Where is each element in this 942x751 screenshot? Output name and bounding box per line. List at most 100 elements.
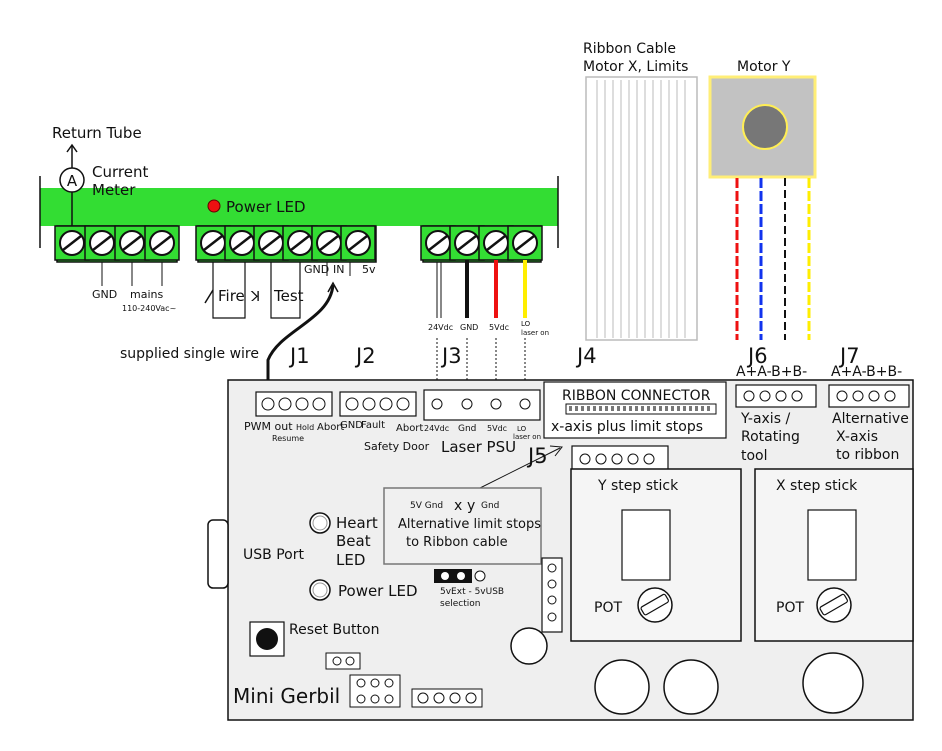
socket-pin bbox=[593, 406, 596, 411]
ribbon-socket-pins bbox=[569, 406, 710, 411]
jumper-pin bbox=[441, 572, 449, 580]
pin bbox=[396, 397, 410, 411]
pin bbox=[356, 694, 366, 704]
motor-y-label: Motor Y bbox=[737, 59, 791, 75]
supplied-wire-label: supplied single wire bbox=[120, 346, 259, 362]
pin bbox=[775, 390, 787, 402]
j3-5v-label: 5Vdc bbox=[487, 424, 507, 433]
power-led-label: Power LED bbox=[338, 582, 418, 600]
current-meter-label: Current bbox=[92, 163, 148, 181]
terminal-screw bbox=[53, 224, 91, 262]
out-5v-label: 5Vdc bbox=[489, 323, 509, 332]
j7-label: X-axis bbox=[836, 429, 878, 445]
header-j7: J7 bbox=[838, 344, 860, 368]
j2-abort-label: Abort bbox=[396, 423, 423, 434]
socket-pin bbox=[647, 406, 650, 411]
out-lo-label: LO bbox=[521, 320, 531, 328]
pin bbox=[791, 390, 803, 402]
j5-x-label: x bbox=[454, 498, 462, 514]
fire-switch-icon bbox=[204, 289, 214, 304]
j1-resume-label: Resume bbox=[272, 434, 304, 443]
socket-pin bbox=[617, 406, 620, 411]
j5-gnd-label: Gnd bbox=[481, 501, 499, 511]
pin bbox=[627, 453, 639, 465]
socket-pin bbox=[569, 406, 572, 411]
j1-pwm-label: PWM out bbox=[244, 420, 293, 433]
pin bbox=[547, 595, 557, 605]
psu-power-led-label: Power LED bbox=[226, 198, 306, 216]
socket-pin bbox=[599, 406, 602, 411]
arrow-icon bbox=[549, 445, 563, 457]
socket-pin bbox=[695, 406, 698, 411]
arrow-up-icon bbox=[66, 143, 78, 153]
socket-pin bbox=[701, 406, 704, 411]
psu-body bbox=[40, 188, 558, 226]
pin bbox=[461, 398, 473, 410]
capacitor bbox=[594, 659, 650, 715]
socket-pin bbox=[665, 406, 668, 411]
pin bbox=[384, 694, 394, 704]
j1-hold-label: Hold bbox=[296, 423, 314, 432]
pin bbox=[547, 563, 557, 573]
pin bbox=[312, 397, 326, 411]
ribbon-cable: Ribbon Cable Motor X, Limits bbox=[583, 41, 698, 341]
arrow-up-icon bbox=[327, 281, 339, 293]
j5-pointer bbox=[469, 447, 561, 494]
terminal-screw bbox=[113, 224, 151, 262]
socket-pin bbox=[635, 406, 638, 411]
header-4pin bbox=[411, 688, 483, 708]
pin bbox=[345, 656, 355, 666]
supplied-wire bbox=[266, 284, 335, 400]
heartbeat-label: LED bbox=[336, 551, 365, 569]
pin bbox=[643, 453, 655, 465]
pot-slot bbox=[640, 593, 669, 616]
j2-fault-label: Fault bbox=[361, 420, 385, 431]
j5-desc: Alternative limit stops bbox=[398, 517, 541, 532]
ribbon-sub-label: x-axis plus limit stops bbox=[551, 419, 703, 435]
ribbon-connector-label: RIBBON CONNECTOR bbox=[562, 388, 711, 404]
in-gnd-label: GND bbox=[304, 263, 329, 276]
led-ring bbox=[312, 582, 328, 598]
out-lo-label: laser on bbox=[521, 329, 549, 337]
in-5v-label: 5v bbox=[362, 263, 376, 276]
pin bbox=[743, 390, 755, 402]
terminal-screw bbox=[339, 224, 377, 262]
header-j1: J1 bbox=[288, 344, 310, 368]
motor-y: Motor Y bbox=[708, 59, 817, 340]
pin bbox=[490, 398, 502, 410]
j3-24v-label: 24Vdc bbox=[424, 424, 449, 433]
pin bbox=[579, 453, 591, 465]
pin bbox=[332, 656, 342, 666]
socket-pin bbox=[623, 406, 626, 411]
capacitor bbox=[663, 659, 719, 715]
capacitor bbox=[510, 627, 548, 665]
ribbon-label: Motor X, Limits bbox=[583, 59, 688, 75]
socket-pin bbox=[581, 406, 584, 411]
socket-pin bbox=[671, 406, 674, 411]
j7-label: to ribbon bbox=[836, 447, 899, 463]
pin bbox=[356, 678, 366, 688]
header-j3: J3 bbox=[440, 344, 462, 368]
j2-safety-label: Safety Door bbox=[364, 440, 430, 453]
in-label: IN bbox=[333, 263, 344, 276]
jumper-pin bbox=[457, 572, 465, 580]
j5-callout bbox=[383, 487, 542, 565]
capacitor bbox=[802, 652, 864, 714]
terminal-screw bbox=[143, 224, 181, 262]
board-name: Mini Gerbil bbox=[233, 684, 340, 708]
gnd-label: GND bbox=[92, 288, 117, 301]
j5-pins-label: 5V Gnd bbox=[410, 501, 443, 511]
heartbeat-label: Heart bbox=[336, 514, 378, 532]
pin bbox=[379, 397, 393, 411]
pin bbox=[547, 612, 557, 622]
jumper-label: 5vExt - 5vUSB bbox=[440, 587, 504, 597]
j7-pins-label: A+A-B+B- bbox=[831, 364, 902, 380]
pot-label: POT bbox=[776, 600, 804, 616]
heartbeat-label: Beat bbox=[336, 532, 371, 550]
j5-y-label: y bbox=[467, 498, 475, 514]
j3-lo-label: LO bbox=[517, 425, 527, 433]
usb-port bbox=[207, 519, 229, 589]
pin bbox=[595, 453, 607, 465]
j3-lo-label: laser on bbox=[513, 433, 541, 441]
